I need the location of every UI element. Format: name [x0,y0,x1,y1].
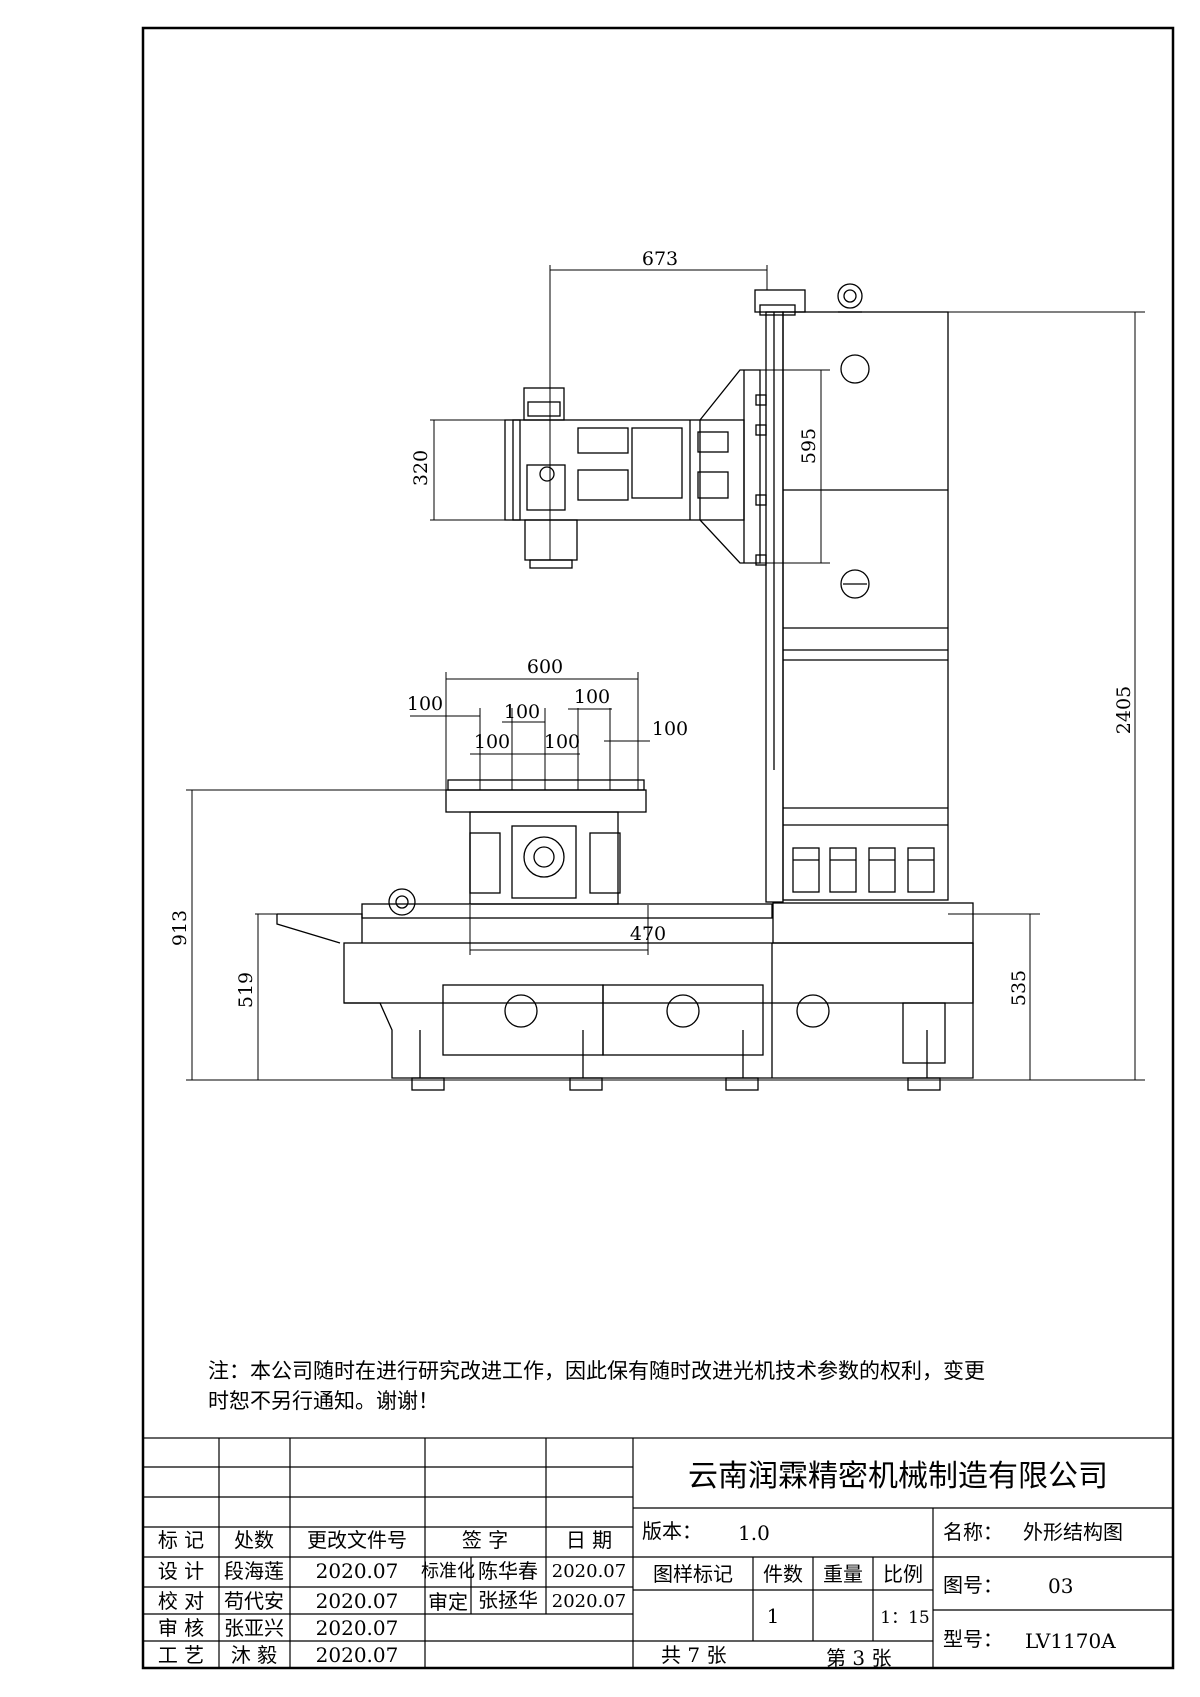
lifting-eye-icon [837,283,863,309]
drawing-no-label: 图号： [943,1573,1003,1597]
name-label: 名称： [943,1520,1003,1544]
dim-595: 595 [798,428,820,464]
version-value: 1.0 [738,1521,770,1545]
date-design: 2020.07 [315,1559,399,1583]
approval-name: 张拯华 [478,1588,538,1612]
base-pocket-right [602,984,764,1056]
rotary-disc-icon [523,836,565,878]
note-line-1: 注：本公司随时在进行研究改进工作，因此保有随时改进光机技术参数的权利，变更 [208,1359,985,1383]
dim-913: 913 [169,910,191,946]
dim-600: 600 [527,656,563,678]
role-design: 设 计 [157,1559,205,1583]
revision-note: 注：本公司随时在进行研究改进工作，因此保有随时改进光机技术参数的权利，变更 时恕… [208,1356,1088,1416]
dimension-text: 673 320 595 600 100 100 100 100 100 100 … [169,248,1135,1008]
version-label: 版本： [642,1519,702,1543]
standardization-label: 标准化 [421,1561,475,1582]
dim-470: 470 [630,923,666,945]
role-check: 校 对 [157,1589,205,1613]
name-process: 沐 毅 [230,1643,278,1667]
date-check: 2020.07 [315,1589,399,1613]
column-top-cap [754,289,806,313]
weight-label: 重量 [823,1562,863,1586]
sheet-number: 第 3 张 [826,1646,892,1670]
name-review: 张亚兴 [224,1616,284,1640]
header-signature: 签 字 [461,1528,509,1552]
quantity-value: 1 [766,1604,780,1628]
drawing-frame [141,26,1175,1670]
dimension-lines [186,265,1145,1081]
total-sheets: 共 7 张 [661,1643,727,1667]
header-count: 处数 [234,1528,274,1552]
scale-label: 比例 [883,1562,923,1586]
dim-519: 519 [235,972,257,1008]
quantity-label: 件数 [763,1562,803,1586]
dim-100-f: 100 [652,718,688,740]
dim-320: 320 [410,450,432,486]
worktable [445,789,647,813]
dim-673: 673 [642,248,678,270]
header-date: 日 期 [565,1528,613,1552]
name-check: 苟代安 [224,1589,284,1613]
role-process: 工 艺 [157,1643,205,1667]
note-line-2: 时恕不另行通知。谢谢！ [208,1389,439,1413]
dim-100-a: 100 [407,693,443,715]
date-review: 2020.07 [315,1616,399,1640]
sample-mark-label: 图样标记 [653,1562,733,1586]
model-value: LV1170A [1025,1629,1116,1653]
drawing-no: 03 [1048,1574,1074,1598]
dim-2405: 2405 [1113,686,1135,734]
company-name: 云南润霖精密机械制造有限公司 [688,1459,1108,1494]
date-process: 2020.07 [315,1643,399,1667]
approval-date: 2020.07 [551,1591,627,1612]
drawing-name: 外形结构图 [1023,1520,1123,1544]
dim-535: 535 [1008,970,1030,1006]
dim-100-d: 100 [474,731,510,753]
dim-100-e: 100 [544,731,580,753]
approval-label: 审定 [428,1590,468,1614]
spindle-nose [524,519,578,561]
machine-elevation-view [276,283,974,1091]
standardization-name: 陈华春 [478,1559,538,1583]
dim-100-c: 100 [574,686,610,708]
title-block-grid [142,1437,1174,1669]
scale-value: 1：15 [880,1608,930,1628]
model-label: 型号： [943,1627,1003,1651]
header-change-doc: 更改文件号 [307,1528,407,1552]
header-mark: 标 记 [157,1528,205,1552]
standardization-date: 2020.07 [551,1561,627,1582]
column-body [782,311,949,901]
role-review: 审 核 [157,1616,205,1640]
base-upper [343,942,974,1004]
name-design: 段海莲 [224,1559,284,1583]
dim-100-b: 100 [504,701,540,723]
